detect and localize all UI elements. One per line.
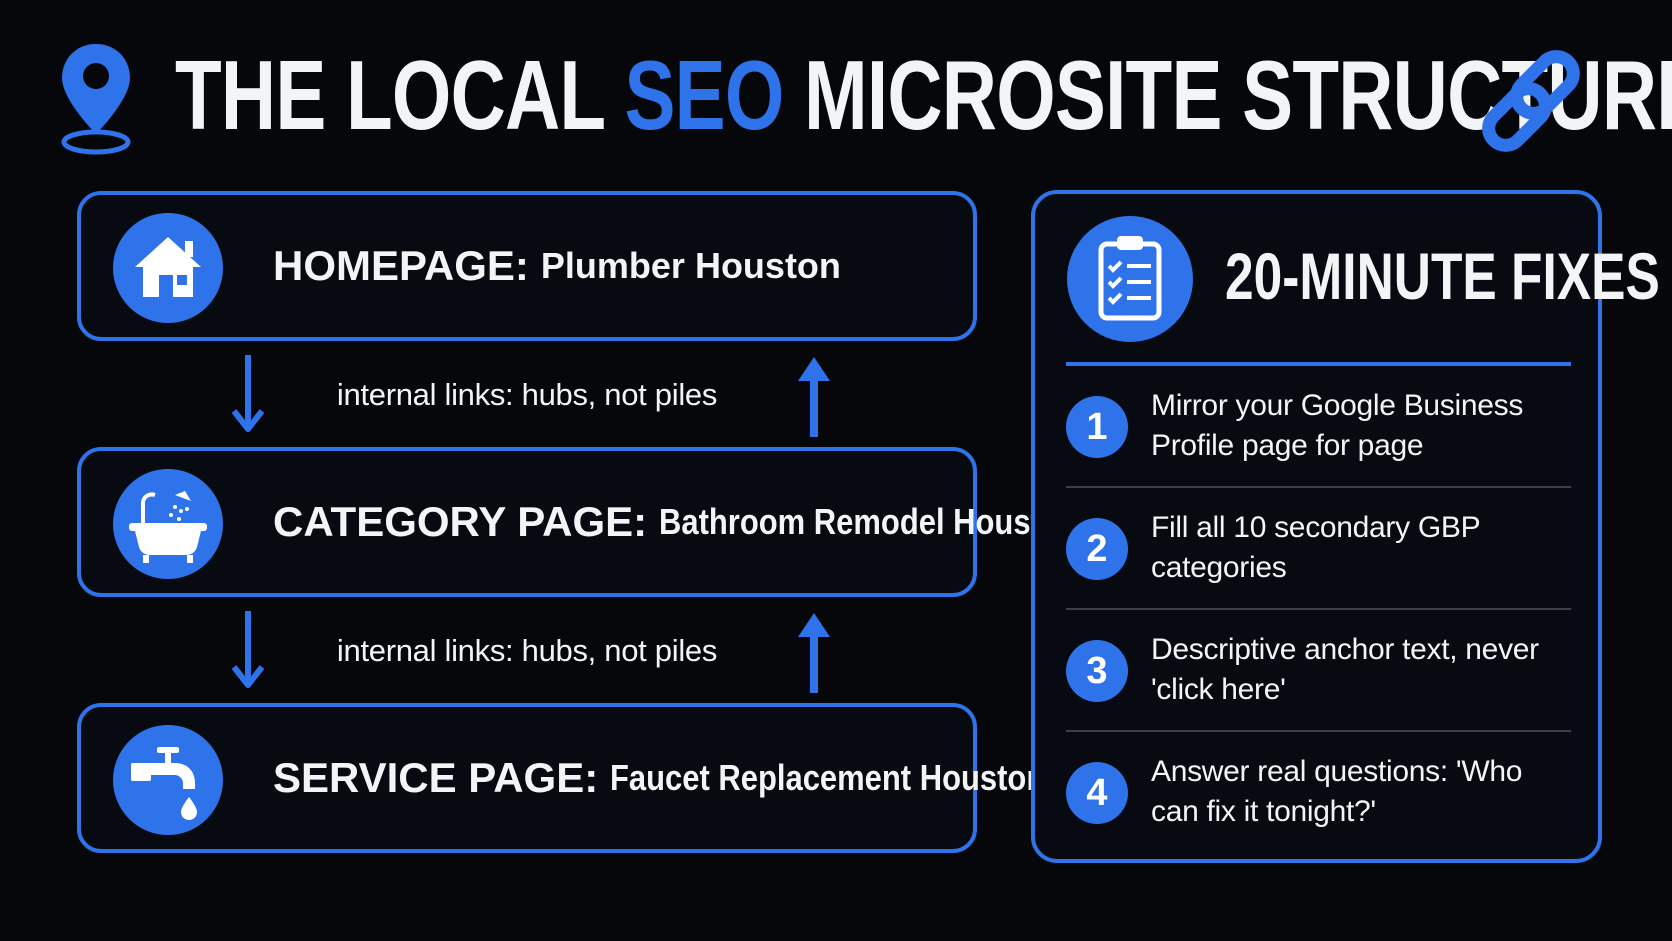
- category-page-value: Bathroom Remodel Houston: [659, 501, 1079, 542]
- homepage-text: HOMEPAGE: Plumber Houston: [273, 195, 841, 337]
- fix-item-4: 4 Answer real questions: 'Who can fix it…: [1066, 732, 1571, 854]
- fix-number-badge: 2: [1066, 518, 1128, 580]
- faucet-icon: [131, 747, 197, 820]
- homepage-label: HOMEPAGE:: [273, 242, 529, 289]
- service-page-text: SERVICE PAGE: Faucet Replacement Houston: [273, 707, 1116, 849]
- fix-text: Mirror your Google Business Profile page…: [1151, 389, 1524, 462]
- bathtub-icon: [129, 491, 207, 563]
- fix-text: Fill all 10 secondary GBP categories: [1151, 511, 1480, 584]
- fix-item-2: 2 Fill all 10 secondary GBP categories: [1066, 488, 1571, 610]
- homepage-box: HOMEPAGE: Plumber Houston: [77, 191, 977, 341]
- fix-list: 1 Mirror your Google Business Profile pa…: [1066, 366, 1571, 854]
- fixes-title: 20-MINUTE FIXES: [1225, 239, 1660, 313]
- internal-links-note: internal links: hubs, not piles: [336, 633, 718, 668]
- internal-links-note: internal links: hubs, not piles: [336, 377, 718, 412]
- faucet-icon-circle: [113, 725, 223, 835]
- fixes-panel: 20-MINUTE FIXES 1 Mirror your Google Bus…: [1031, 190, 1660, 863]
- title-row: THE LOCAL SEO MICROSITE STRUCTURE: [0, 28, 1672, 158]
- fixes-header-divider: [1066, 362, 1571, 366]
- house-icon: [135, 237, 201, 297]
- service-page-label: SERVICE PAGE:: [273, 754, 599, 801]
- arrow-up-icon: [798, 613, 830, 693]
- page-title: THE LOCAL SEO MICROSITE STRUCTURE: [175, 36, 1672, 154]
- fix-number-badge: 3: [1066, 640, 1128, 702]
- fix-text: Answer real questions: 'Who can fix it t…: [1151, 755, 1523, 828]
- arrow-down-icon: [231, 611, 265, 688]
- clipboard-checklist-icon: [1098, 236, 1162, 321]
- clipboard-icon-circle: [1067, 216, 1193, 342]
- fix-text: Descriptive anchor text, never 'click he…: [1151, 633, 1539, 706]
- fixes-header: 20-MINUTE FIXES: [1035, 194, 1660, 362]
- fix-number-badge: 4: [1066, 762, 1128, 824]
- house-icon-circle: [113, 213, 223, 323]
- service-page-box: SERVICE PAGE: Faucet Replacement Houston: [77, 703, 1045, 853]
- connector-category-service: internal links: hubs, not piles: [77, 601, 977, 701]
- connector-home-category: internal links: hubs, not piles: [77, 345, 977, 445]
- fix-item-1: 1 Mirror your Google Business Profile pa…: [1066, 366, 1571, 488]
- category-page-label: CATEGORY PAGE:: [273, 498, 648, 545]
- category-page-text: CATEGORY PAGE: Bathroom Remodel Houston: [273, 451, 1147, 593]
- arrow-up-icon: [798, 357, 830, 437]
- service-page-value: Faucet Replacement Houston: [610, 757, 1046, 798]
- map-pin-icon: [61, 44, 131, 155]
- title-accent: SEO: [624, 40, 784, 150]
- bathtub-icon-circle: [113, 469, 223, 579]
- fix-item-3: 3 Descriptive anchor text, never 'click …: [1066, 610, 1571, 732]
- chain-link-icon: [1482, 50, 1580, 152]
- fix-number-badge: 1: [1066, 396, 1128, 458]
- category-page-box: CATEGORY PAGE: Bathroom Remodel Houston: [77, 447, 1079, 597]
- arrow-down-icon: [231, 355, 265, 432]
- homepage-value: Plumber Houston: [540, 245, 841, 286]
- title-part-before: THE LOCAL: [175, 40, 605, 150]
